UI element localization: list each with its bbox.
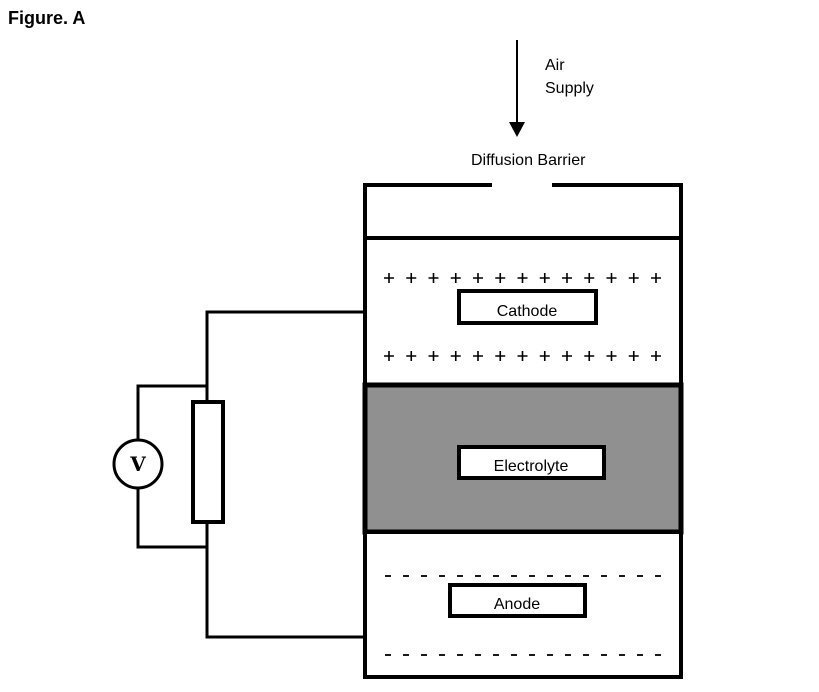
- positive-charge-icon: [562, 351, 572, 361]
- resistor-icon: [191, 400, 225, 524]
- voltmeter-label: V: [129, 452, 146, 476]
- positive-charge-icon: [539, 351, 550, 361]
- positive-charge-icon: [517, 351, 528, 361]
- positive-charge-icon: [384, 351, 394, 361]
- positive-charge-icon: [450, 351, 461, 361]
- electrolyte-label: Electrolyte: [494, 458, 569, 475]
- positive-charge-icon: [406, 273, 417, 283]
- cathode-charges-top: [384, 273, 661, 283]
- anode-layer: Anode: [363, 530, 683, 679]
- external-circuit: V: [112, 310, 365, 639]
- positive-charge-icon: [606, 273, 617, 283]
- positive-charge-icon: [628, 351, 639, 361]
- supply-label: Supply: [545, 80, 594, 97]
- positive-charge-icon: [651, 351, 661, 361]
- air-label: Air: [545, 57, 565, 74]
- positive-charge-icon: [562, 273, 572, 283]
- positive-charge-icon: [473, 351, 483, 361]
- wire-voltmeter-bottom: [136, 488, 207, 549]
- voltmeter-icon: [112, 438, 164, 490]
- positive-charge-icon: [517, 273, 528, 283]
- wire-voltmeter-top: [136, 384, 207, 440]
- anode-label: Anode: [494, 596, 540, 613]
- electrolyte-layer: Electrolyte: [362, 382, 684, 535]
- positive-charge-icon: [384, 273, 394, 283]
- down-arrow-icon: [509, 122, 525, 137]
- positive-charge-icon: [495, 351, 506, 361]
- anode-label-box: [448, 583, 587, 618]
- electrolyte-label-box: [457, 445, 606, 480]
- positive-charge-icon: [584, 273, 595, 283]
- positive-charge-icon: [495, 273, 506, 283]
- wire-cathode: [205, 310, 365, 402]
- positive-charge-icon: [606, 351, 617, 361]
- cathode-label-box: [457, 289, 598, 325]
- positive-charge-icon: [428, 351, 439, 361]
- figure-title: Figure. A: [8, 8, 86, 28]
- positive-charge-icon: [584, 351, 595, 361]
- diffusion-barrier: [363, 183, 683, 240]
- barrier-right-wall: [552, 183, 683, 240]
- barrier-left-wall: [363, 183, 492, 240]
- cathode-charges-bottom: [384, 351, 661, 361]
- positive-charge-icon: [539, 273, 550, 283]
- cathode-layer: Cathode: [363, 236, 683, 387]
- air-supply-arrow: [509, 40, 525, 137]
- positive-charge-icon: [473, 273, 483, 283]
- positive-charge-icon: [628, 273, 639, 283]
- positive-charge-icon: [450, 273, 461, 283]
- positive-charge-icon: [406, 351, 417, 361]
- positive-charge-icon: [651, 273, 661, 283]
- positive-charge-icon: [428, 273, 439, 283]
- diffusion-barrier-label: Diffusion Barrier: [471, 152, 586, 169]
- cathode-label: Cathode: [497, 303, 558, 320]
- wire-anode: [205, 522, 365, 639]
